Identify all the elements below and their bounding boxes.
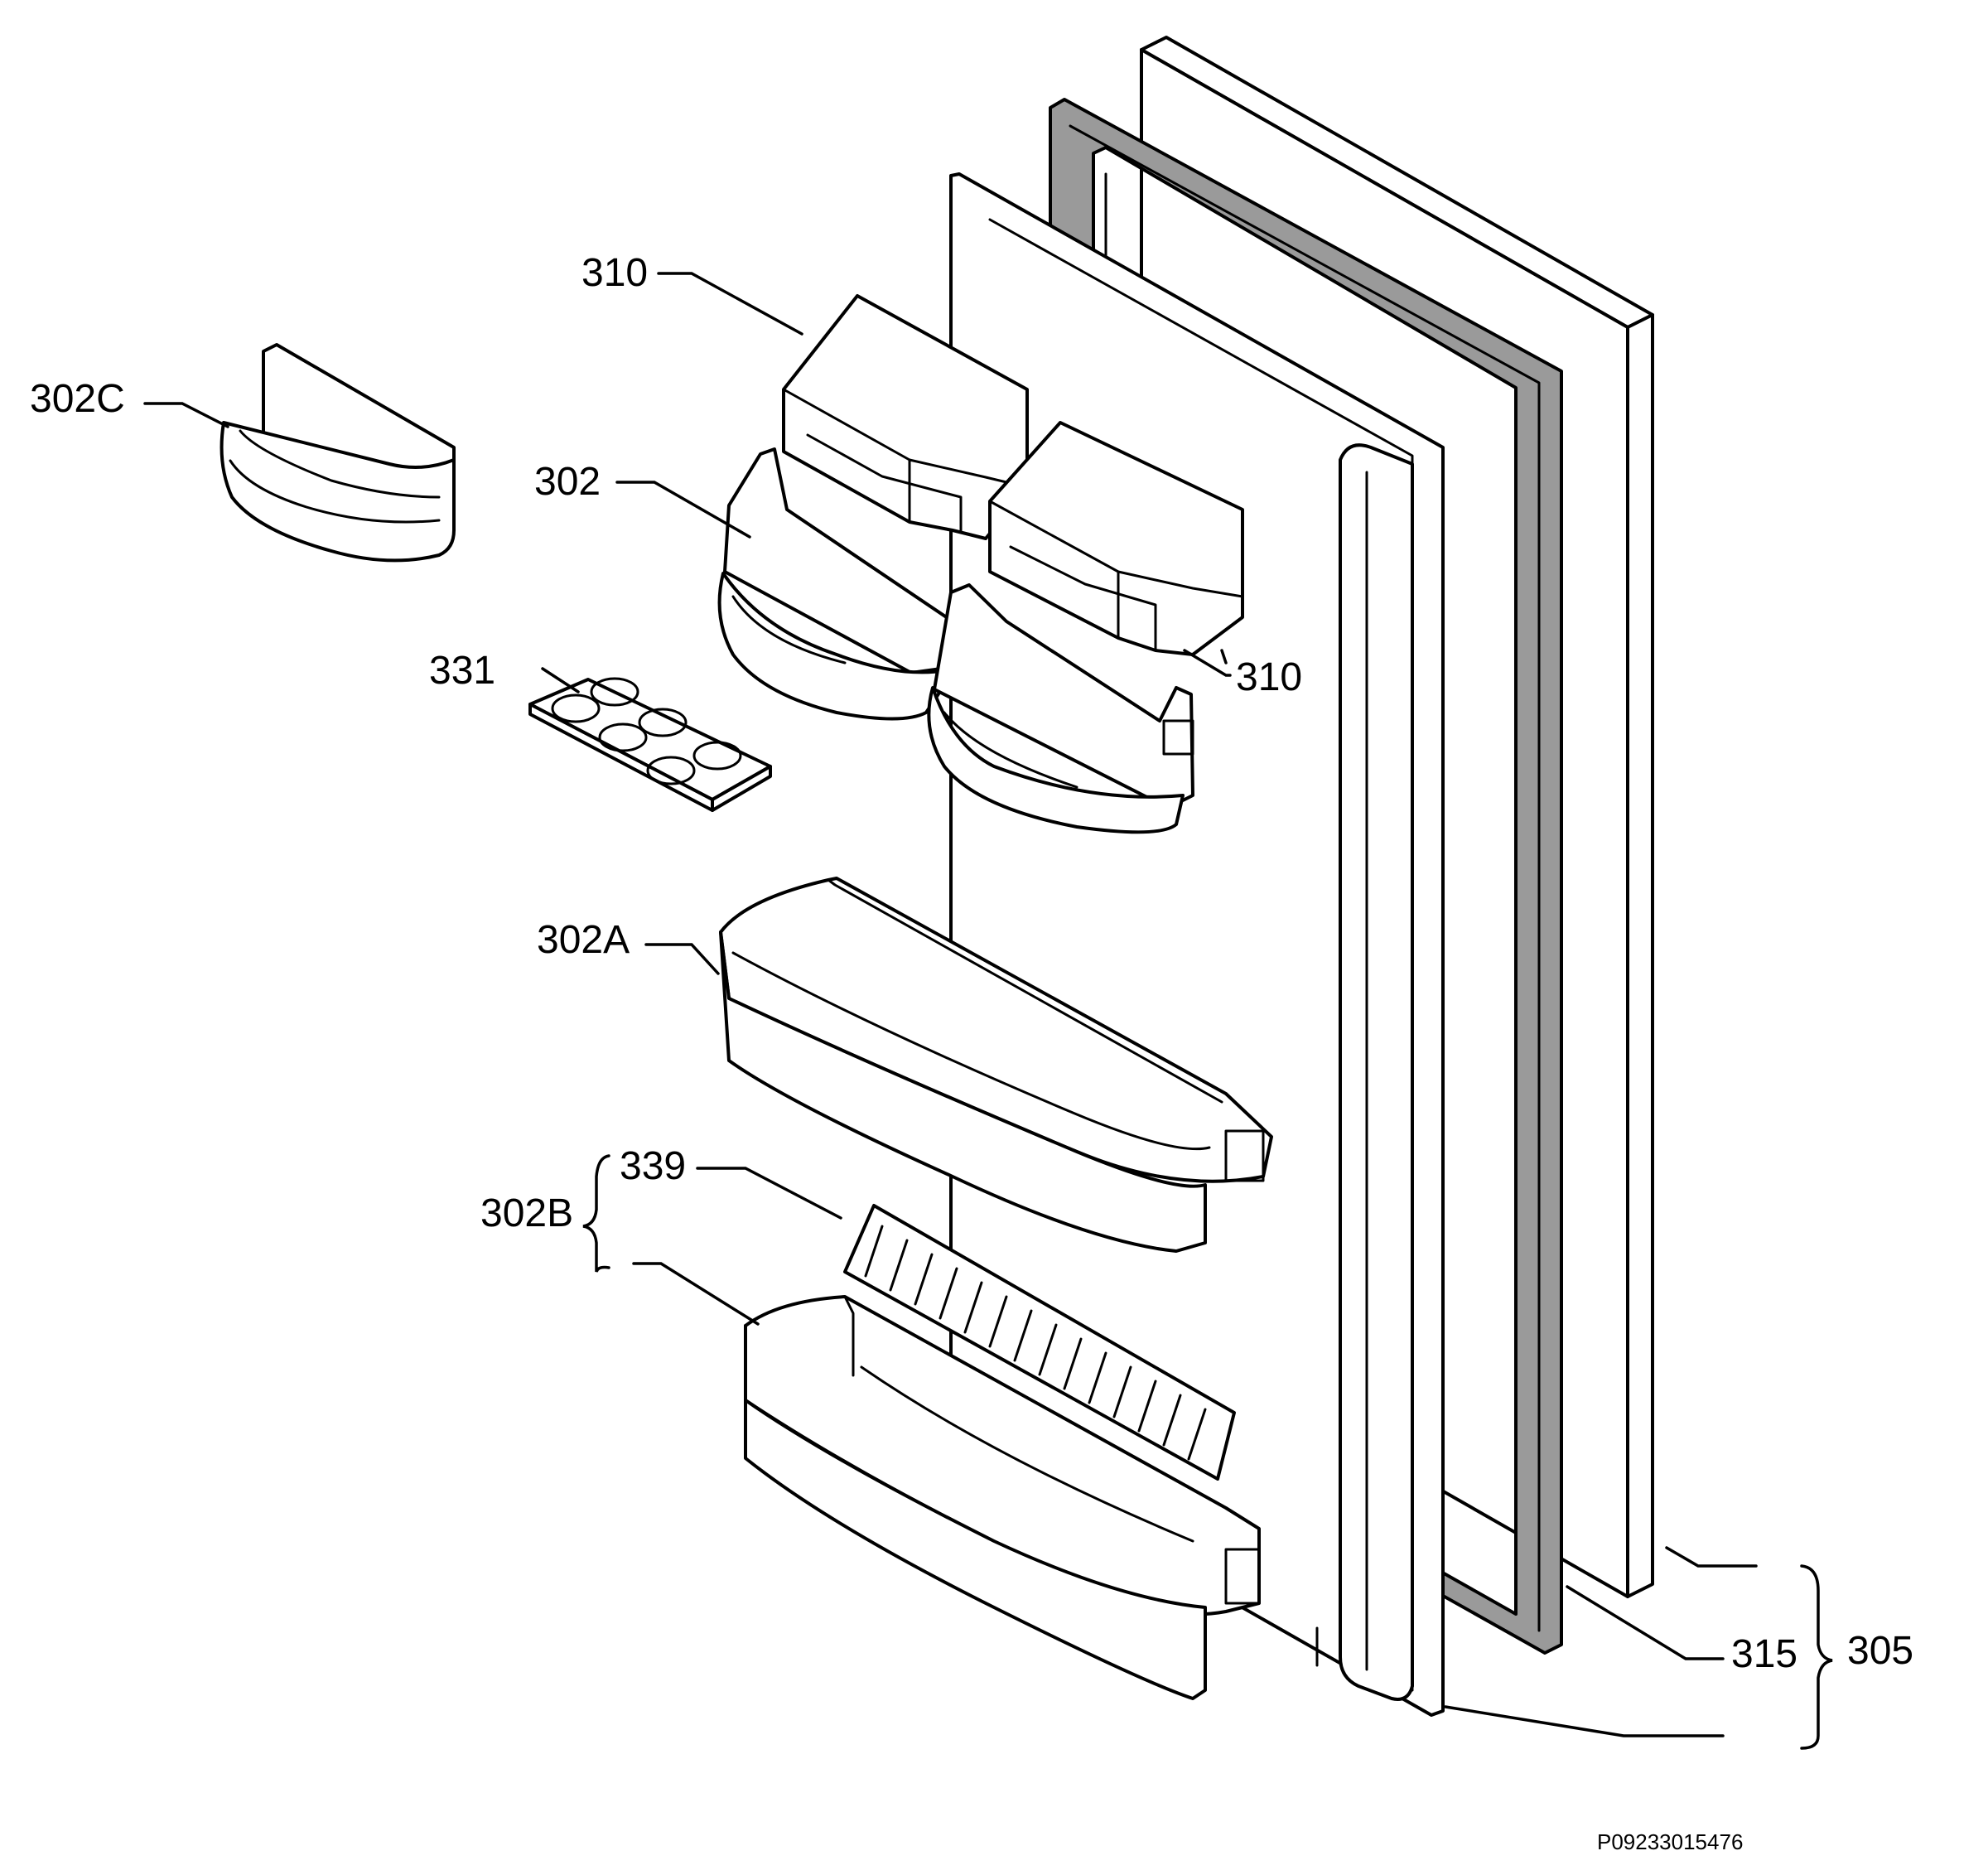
drawing-code: P09233015476 [1597,1829,1743,1854]
callout-labels: 310 302C 302 310 331 302A 339 302B 315 3… [30,251,1913,1854]
label-302b: 302B [480,1191,573,1235]
label-339: 339 [620,1144,686,1188]
part-331-egg-tray [528,677,772,812]
label-310-top: 310 [581,251,648,295]
label-331: 331 [429,649,495,693]
divider-ribs [864,1225,1207,1461]
label-302: 302 [534,460,601,504]
part-302c-small-bin [220,343,456,563]
label-302c: 302C [30,377,125,421]
label-305: 305 [1847,1629,1913,1673]
part-310-upper-cover [782,294,1029,540]
leader-lines [143,272,1833,1750]
part-302b-bottle-bin [744,1295,1261,1700]
label-302a: 302A [537,918,630,962]
label-315: 315 [1731,1632,1797,1676]
part-339-divider [843,1204,1236,1481]
part-302-bin-right [927,583,1194,834]
label-310-right: 310 [1236,655,1302,699]
part-302a-door-shelf [719,877,1273,1253]
